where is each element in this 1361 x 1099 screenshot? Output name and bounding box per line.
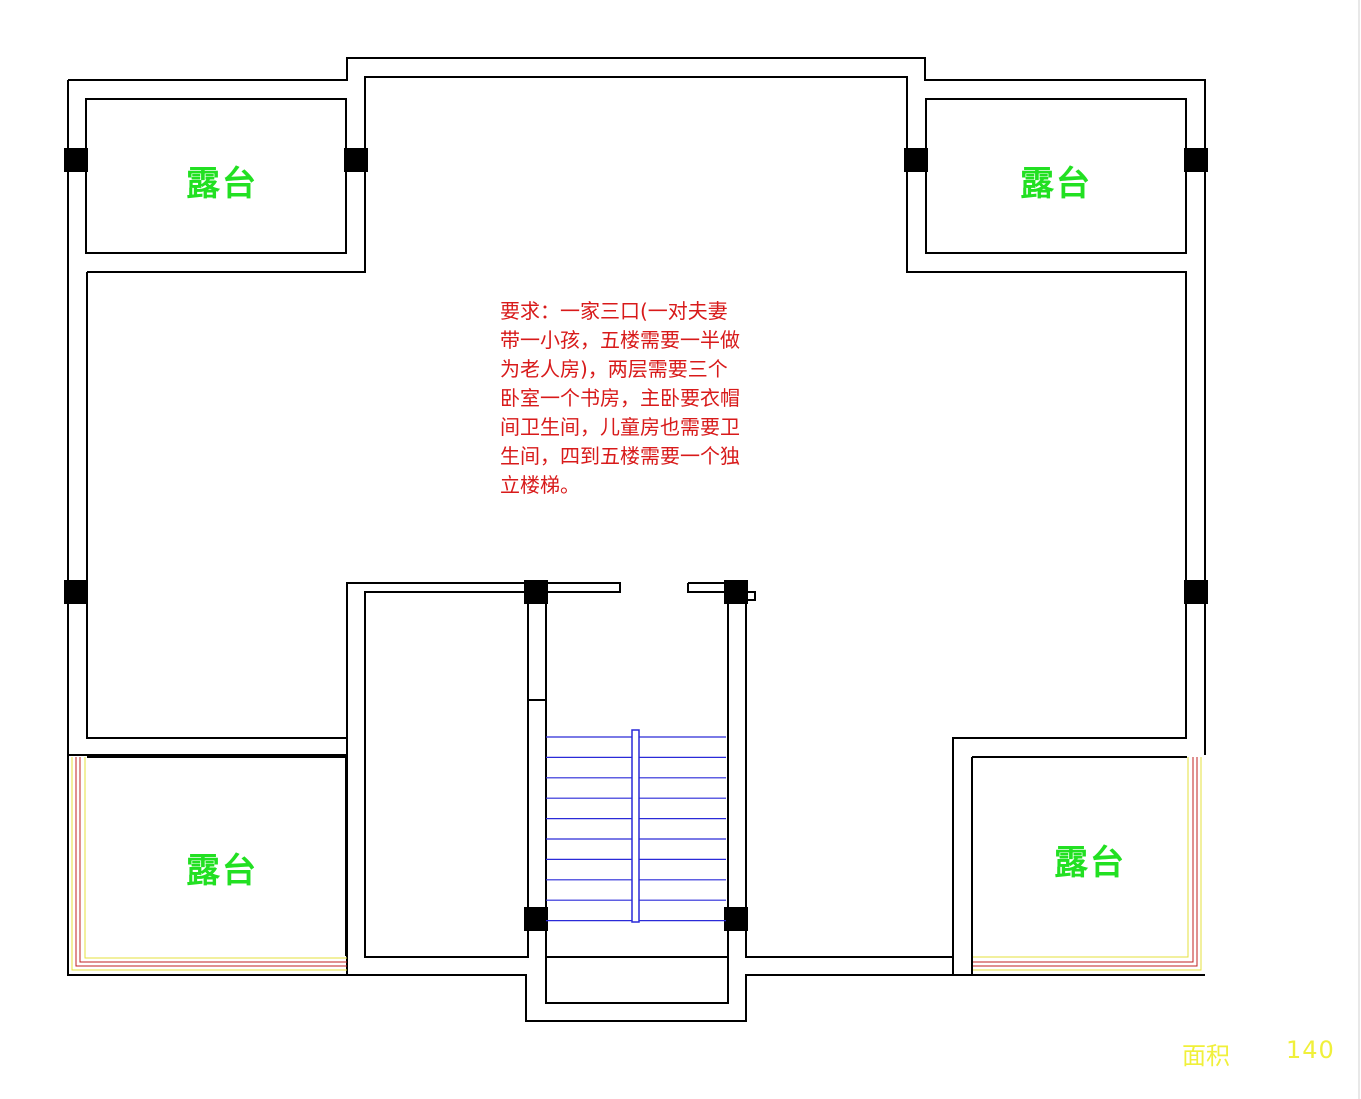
column xyxy=(64,148,88,172)
column xyxy=(904,148,928,172)
railing-bottom-left xyxy=(71,757,347,971)
railing-bottom-right xyxy=(973,757,1202,971)
column xyxy=(1184,580,1208,604)
stair-room-wall xyxy=(346,591,972,1022)
terrace-label-bottom-left: 露台 xyxy=(186,851,258,891)
area-value: 140 xyxy=(1286,1036,1335,1064)
column xyxy=(344,148,368,172)
column xyxy=(64,580,88,604)
column xyxy=(724,580,748,604)
outer-wall xyxy=(67,57,1206,755)
terrace-label-bottom-right: 露台 xyxy=(1054,843,1126,883)
area-label: 面积 xyxy=(1182,1042,1230,1070)
note-line: 立楼梯。 xyxy=(500,473,580,497)
column xyxy=(724,907,748,931)
requirements-note: 要求：一家三口(一对夫妻 带一小孩，五楼需要一半做 为老人房)，两层需要三个 卧… xyxy=(500,297,785,500)
column xyxy=(524,580,548,604)
terrace-label-top-right: 露台 xyxy=(1020,164,1092,204)
note-line: 生间，四到五楼需要一个独 xyxy=(500,444,740,468)
terrace-top-left-wall xyxy=(85,98,347,254)
note-line: 间卫生间，儿童房也需要卫 xyxy=(500,415,740,439)
terrace-label-top-left: 露台 xyxy=(186,164,258,204)
terrace-top-right-wall xyxy=(925,98,1187,254)
column xyxy=(524,907,548,931)
stair-handrail xyxy=(631,729,640,923)
columns xyxy=(64,148,1208,931)
canvas-edge-line xyxy=(1358,0,1360,1099)
note-line: 为老人房)，两层需要三个 xyxy=(500,357,728,381)
note-line: 要求：一家三口(一对夫妻 xyxy=(500,299,728,323)
door-jamb xyxy=(528,583,756,701)
column xyxy=(1184,148,1208,172)
note-line: 带一小孩，五楼需要一半做 xyxy=(500,328,740,352)
note-line: 卧室一个书房，主卧要衣帽 xyxy=(500,386,740,410)
